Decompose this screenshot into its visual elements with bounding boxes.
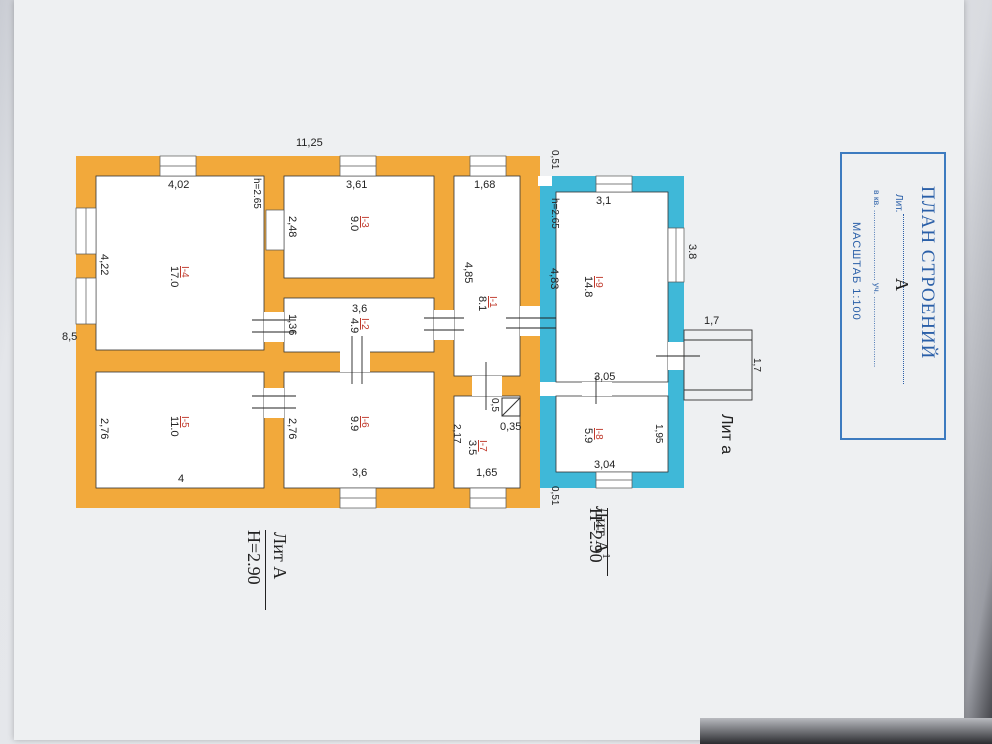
- room-8: [555, 395, 669, 473]
- height-label: h=2.65: [251, 178, 262, 209]
- room-area: 8.1: [476, 296, 488, 312]
- dim-label: 2,48: [286, 216, 298, 238]
- dim-label: 2,76: [98, 418, 110, 440]
- dim-label: 4,83: [548, 268, 560, 290]
- room-id: I-1: [487, 296, 498, 308]
- windows: [75, 155, 685, 509]
- room-5: [95, 371, 265, 489]
- lit-a1-height: H=2.90: [586, 508, 606, 563]
- dim-label: 2,17: [451, 424, 462, 444]
- room-3: [283, 175, 435, 279]
- room-6: [283, 371, 435, 489]
- dim-label: 3,1: [596, 195, 611, 207]
- title-block: [840, 152, 946, 440]
- room-area: 14.8: [582, 276, 594, 298]
- lit-a-height: H=2.90: [244, 530, 264, 585]
- room-id: I-4: [179, 266, 190, 278]
- room-area: 9.9: [348, 416, 360, 432]
- dim-label: 1,7: [751, 358, 762, 372]
- height-label: h=2.65: [549, 198, 560, 229]
- lit-a-divider: [265, 530, 266, 610]
- title-lit-line: [903, 214, 906, 384]
- dim-label: 3,05: [594, 371, 615, 383]
- room-id: I-3: [359, 216, 370, 228]
- doors: [252, 306, 700, 418]
- room-id: I-2: [359, 318, 370, 330]
- dim-label: 2,76: [286, 418, 298, 440]
- room-9: [555, 191, 669, 383]
- dim-label: 3,04: [594, 459, 615, 471]
- dim-label: 0,51: [549, 150, 560, 170]
- dim-label: 1,7: [704, 315, 719, 327]
- rooms: [95, 175, 669, 489]
- table-edge: [700, 718, 992, 744]
- dim-label: 1,68: [474, 179, 495, 191]
- dim-label: 1,65: [476, 467, 497, 479]
- dim-label: 3,6: [352, 467, 367, 479]
- dim-label: 3.8: [686, 244, 698, 260]
- room-area: 5.9: [582, 428, 594, 444]
- dim-label: 0,51: [549, 486, 560, 506]
- room-area: 3.5: [466, 440, 478, 456]
- dim-label: 3,61: [346, 179, 367, 191]
- room-id: I-8: [593, 428, 604, 440]
- title-heading: ПЛАН СТРОЕНИЙ: [917, 186, 938, 360]
- title-lit-label: Лит.: [893, 194, 904, 213]
- dim-label: 4,02: [168, 179, 189, 191]
- room-area: 17.0: [168, 266, 180, 288]
- lit-a1-divider: [607, 508, 608, 576]
- dim-label: 4,22: [98, 254, 110, 276]
- title-lit-value: А: [892, 278, 912, 291]
- room-id: I-5: [179, 416, 190, 428]
- dim-label: 0,35: [500, 421, 521, 433]
- overall-length: 11,25: [296, 137, 323, 149]
- room-1: [453, 175, 521, 377]
- lit-a-small-label: Лит а: [718, 414, 735, 454]
- dim-label: 1,36: [286, 314, 298, 336]
- overall-width: 8,5: [62, 331, 77, 343]
- dim-label: 1,95: [653, 424, 664, 444]
- title-address: в кв. .............................. уч.…: [872, 190, 882, 368]
- room-area: 9.0: [348, 216, 360, 232]
- title-scale: МАСШТАБ 1:100: [850, 222, 862, 321]
- dim-label: 4,85: [462, 262, 474, 284]
- room-id: I-6: [359, 416, 370, 428]
- room-area: 4.9: [348, 318, 360, 334]
- porch: [683, 329, 753, 401]
- dim-label: 0,5: [489, 398, 500, 412]
- room-id: I-7: [477, 440, 488, 452]
- lit-a-label: Лит А: [270, 532, 290, 580]
- dim-label: 4: [178, 473, 184, 485]
- room-id: I-9: [593, 276, 604, 288]
- room-area: 11.0: [168, 416, 180, 437]
- room-4: [95, 175, 265, 351]
- dim-label: 3,6: [352, 303, 367, 315]
